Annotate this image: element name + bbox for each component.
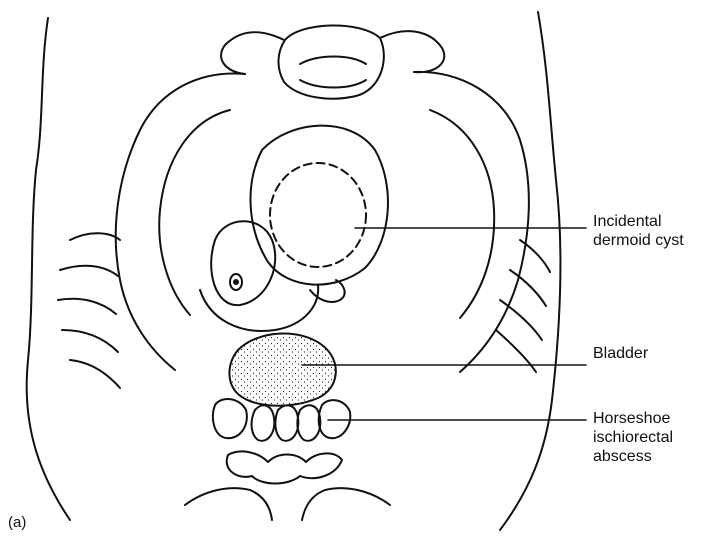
left-iliac-wing [116, 73, 245, 370]
bowel-dot [234, 280, 238, 284]
vertebra-wings [221, 31, 444, 74]
right-iliac-inner [430, 110, 494, 318]
label-line: Incidental [593, 212, 684, 231]
vertebra-inner [300, 57, 366, 88]
label-line: dermoid cyst [593, 231, 684, 250]
label-bladder: Bladder [593, 344, 648, 363]
bladder [229, 334, 335, 406]
label-line: Bladder [593, 344, 648, 363]
label-line: Horseshoe [593, 409, 673, 428]
rectum-lobes [252, 405, 321, 440]
gluteal-lines [185, 488, 390, 520]
label-line: ischiorectal [593, 428, 673, 447]
right-iliac-wing [414, 72, 529, 372]
abscess-left [213, 399, 247, 438]
dermoid-cyst-outline [251, 126, 388, 285]
left-iliac-inner [159, 110, 230, 315]
label-dermoid-cyst: Incidental dermoid cyst [593, 212, 684, 250]
panel-label: (a) [8, 513, 26, 532]
abscess-right [319, 400, 351, 438]
left-muscle-lines [58, 233, 120, 388]
body-outline-right [500, 12, 560, 530]
perineum [227, 451, 342, 483]
label-line: abscess [593, 447, 673, 466]
dermoid-cyst-inner [270, 163, 366, 267]
bowel-loop [211, 221, 275, 305]
label-horseshoe-abscess: Horseshoe ischiorectal abscess [593, 409, 673, 466]
